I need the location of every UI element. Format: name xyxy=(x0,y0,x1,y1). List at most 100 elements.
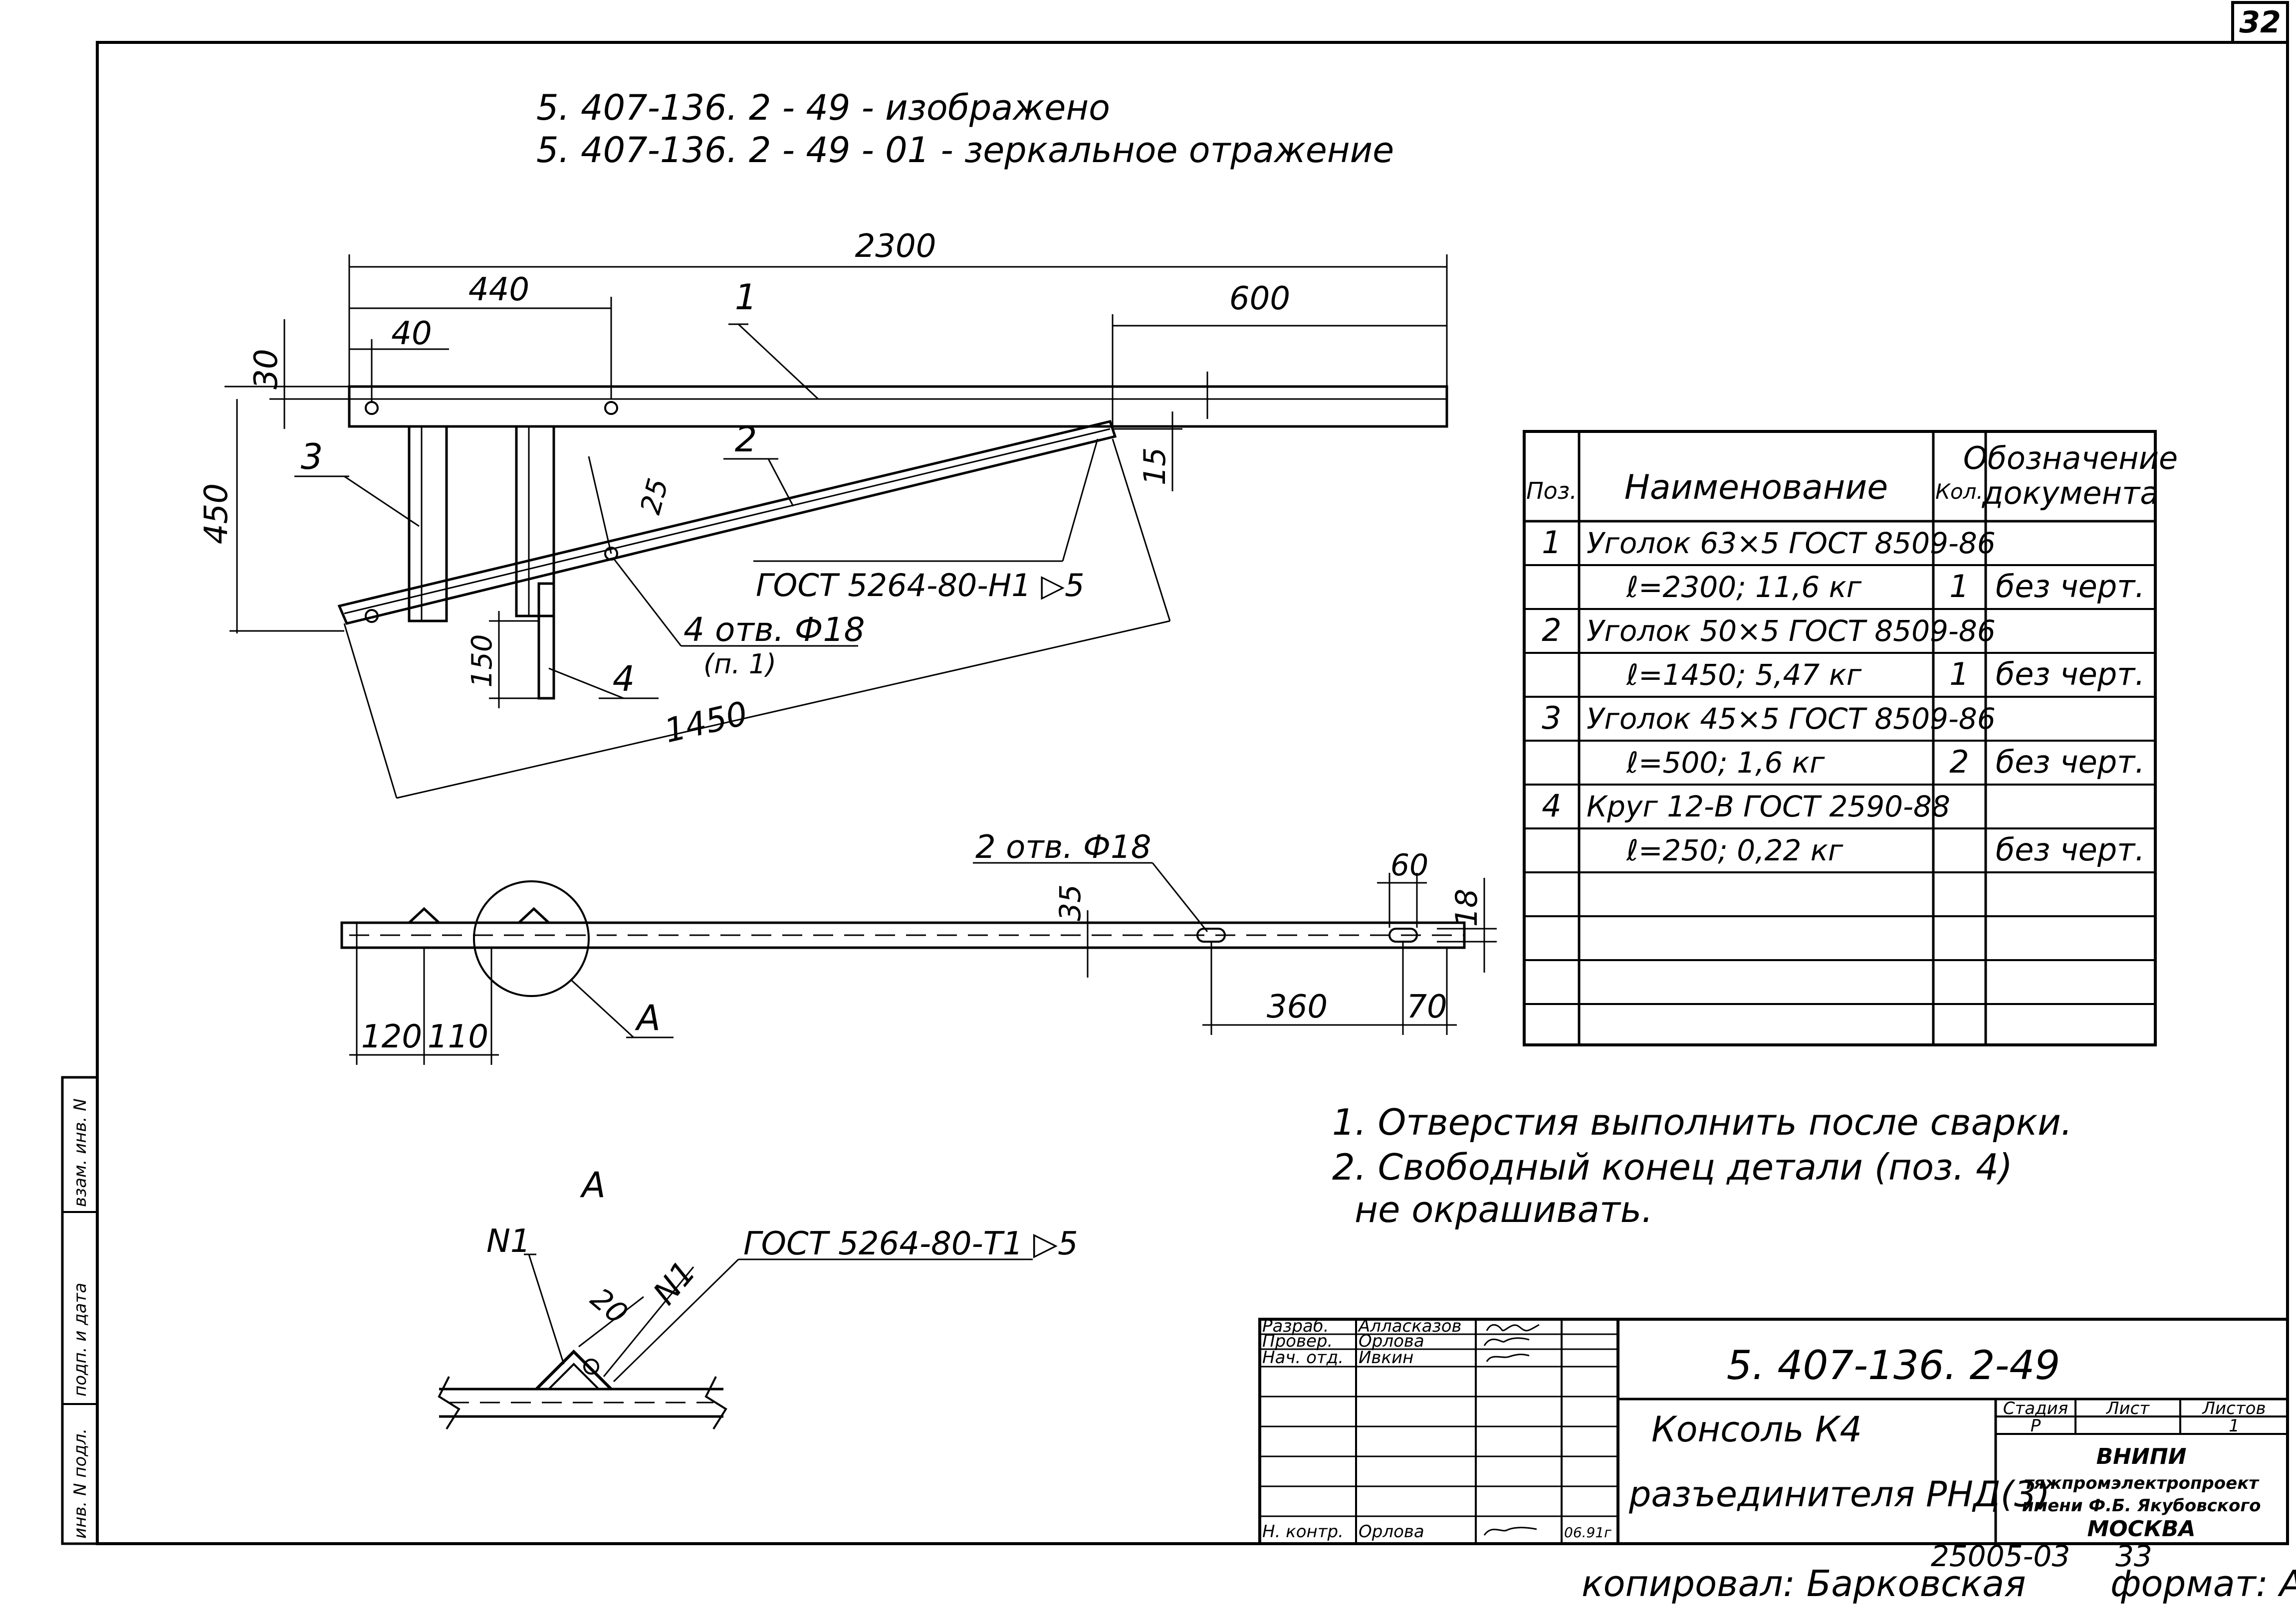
dim-40: 40 xyxy=(391,315,432,352)
svg-text:Обозначение: Обозначение xyxy=(1963,440,2178,476)
pos-4-label: 4 xyxy=(613,658,635,699)
note-2: 2. Свободный конец детали (поз. 4) xyxy=(1332,1146,2013,1188)
spec-cell: 2 xyxy=(1949,744,1969,780)
spec-cell: 1 xyxy=(1949,568,1969,605)
dim-450: 450 xyxy=(198,483,235,544)
format-label: формат: А3 xyxy=(2110,1563,2296,1605)
role-checker: Провер. xyxy=(1262,1331,1333,1351)
main-view: 2300 440 40 600 30 450 15 25 150 xyxy=(198,228,1448,799)
spec-cell: без черт. xyxy=(1996,656,2145,692)
dim-18: 18 xyxy=(1449,889,1484,927)
angle-pos-2 xyxy=(337,420,1117,625)
spec-cell: без черт. xyxy=(1996,831,2145,868)
spec-cell: Уголок 63×5 ГОСТ 8509-86 xyxy=(1587,526,1996,560)
spec-header-doc: Обозначение документа xyxy=(1963,440,2178,511)
holes-note-plan: 2 отв. Ф18 xyxy=(975,829,1151,866)
name-developer: Алласказов xyxy=(1358,1316,1462,1336)
sheets-value: 1 xyxy=(2229,1416,2240,1436)
pos-2-label: 2 xyxy=(735,419,757,460)
dim-440: 440 xyxy=(468,271,529,308)
spec-cell: 2 xyxy=(1542,612,1561,648)
dim-2300: 2300 xyxy=(855,228,936,265)
spec-cell: без черт. xyxy=(1996,568,2145,605)
spec-header-name: Наименование xyxy=(1624,468,1888,507)
spec-cell: 1 xyxy=(1949,656,1969,692)
svg-text:документа: документа xyxy=(1982,475,2159,511)
org-line-1: ВНИПИ xyxy=(2096,1444,2187,1469)
title-line-1: Консоль К4 xyxy=(1651,1409,1862,1450)
dim-30: 30 xyxy=(248,349,285,389)
detail-circle xyxy=(473,880,590,997)
name-norm-control: Орлова xyxy=(1359,1522,1424,1542)
stage-value: Р xyxy=(2031,1416,2041,1436)
spec-cell: Уголок 45×5 ГОСТ 8509-86 xyxy=(1587,702,1996,736)
spec-header-pos: Поз. xyxy=(1526,477,1577,504)
dim-110: 110 xyxy=(428,1018,488,1055)
spec-cell: 1 xyxy=(1542,524,1561,561)
sheet-frame xyxy=(96,41,2289,1545)
org-line-4: МОСКВА xyxy=(2087,1516,2195,1542)
spec-cell: Уголок 50×5 ГОСТ 8509-86 xyxy=(1587,614,1996,648)
plan-view: А 2 отв. Ф18 60 18 35 120 110 360 70 xyxy=(340,829,1497,1065)
title-block: Разраб. Алласказов Провер. Орлова Нач. о… xyxy=(1258,1316,2289,1545)
spec-cell: 3 xyxy=(1542,700,1561,736)
angle-pos-3-right xyxy=(515,425,555,617)
detail-dim-20: 20 xyxy=(584,1281,634,1331)
dim-120: 120 xyxy=(361,1018,422,1055)
dim-360: 360 xyxy=(1267,989,1328,1025)
angle-pos-1 xyxy=(348,385,1448,428)
holes-note-ref: (п. 1) xyxy=(703,648,776,680)
role-head: Нач. отд. xyxy=(1262,1348,1344,1368)
name-head: Ивкин xyxy=(1359,1348,1413,1368)
dim-15: 15 xyxy=(1138,447,1172,485)
weld-note-main: ГОСТ 5264-80-Н1 ▷5 xyxy=(756,567,1085,604)
signature-checker xyxy=(1483,1337,1530,1346)
holes-note-main: 4 отв. Ф18 xyxy=(684,610,865,649)
note-2-continued: не окрашивать. xyxy=(1355,1189,1653,1230)
spec-table: Поз. Наименование Кол. Обозначение докум… xyxy=(1523,430,2178,1046)
rod-pos-4 xyxy=(537,582,555,700)
dim-1450: 1450 xyxy=(661,694,751,751)
dim-25: 25 xyxy=(635,475,675,518)
sheet-label: Лист xyxy=(2105,1399,2150,1418)
note-1: 1. Отверстия выполнить после сварки. xyxy=(1332,1101,2072,1143)
pos-1-label: 1 xyxy=(735,277,757,318)
header-line-1: 5. 407-136. 2 - 49 - изображено xyxy=(536,87,1110,128)
side-stamp-replaced-inv: взам. инв. N xyxy=(70,1098,90,1207)
header-line-2: 5. 407-136. 2 - 49 - 01 - зеркальное отр… xyxy=(536,130,1394,171)
detail-leg-left: N1 xyxy=(486,1223,531,1260)
detail-weld-note: ГОСТ 5264-80-Т1 ▷5 xyxy=(743,1225,1078,1262)
page-number-box xyxy=(2231,1,2289,44)
side-stamp-inv-orig: инв. N подл. xyxy=(70,1428,90,1539)
detail-ref-label: А xyxy=(635,998,661,1038)
sign-date: 06.91г xyxy=(1564,1524,1611,1541)
sheets-label: Листов xyxy=(2201,1399,2266,1418)
org-line-3: имени Ф.Б. Якубовского xyxy=(2022,1496,2261,1516)
pos-3-label: 3 xyxy=(301,436,323,477)
role-norm-control: Н. контр. xyxy=(1262,1522,1344,1542)
inventory-number: 25005-03 xyxy=(1931,1539,2070,1573)
spec-cell: ℓ=250; 0,22 кг xyxy=(1626,833,1843,867)
angle-pos-3-left xyxy=(408,425,448,622)
detail-a: А N1 N1 20 ГОСТ 5264-80-Т1 ▷5 xyxy=(438,1165,1078,1430)
spec-cell: ℓ=500; 1,6 кг xyxy=(1626,746,1825,780)
name-checker: Орлова xyxy=(1359,1331,1424,1351)
side-stamp-signature-date: подп. и дата xyxy=(70,1283,90,1397)
copied-by: копировал: Барковская xyxy=(1582,1563,2026,1605)
stage-label: Стадия xyxy=(2003,1399,2068,1418)
technical-notes: 1. Отверстия выполнить после сварки. 2. … xyxy=(1332,1101,2072,1230)
dim-600: 600 xyxy=(1229,280,1290,317)
signature-developer xyxy=(1486,1324,1540,1332)
spec-cell: ℓ=2300; 11,6 кг xyxy=(1626,570,1862,604)
side-stamp: взам. инв. N подп. и дата инв. N подл. xyxy=(61,1076,99,1545)
detail-title: А xyxy=(580,1165,606,1206)
dim-35: 35 xyxy=(1053,884,1087,921)
dim-60: 60 xyxy=(1390,848,1428,883)
org-line-2: тяжпромэлектропроект xyxy=(2024,1473,2260,1493)
spec-cell: Круг 12-В ГОСТ 2590-88 xyxy=(1587,790,1950,823)
spec-cell: ℓ=1450; 5,47 кг xyxy=(1626,658,1862,692)
page-number: 32 xyxy=(2239,5,2281,40)
document-code: 5. 407-136. 2-49 xyxy=(1727,1342,2060,1389)
inventory-sheet: 33 xyxy=(2115,1539,2152,1573)
